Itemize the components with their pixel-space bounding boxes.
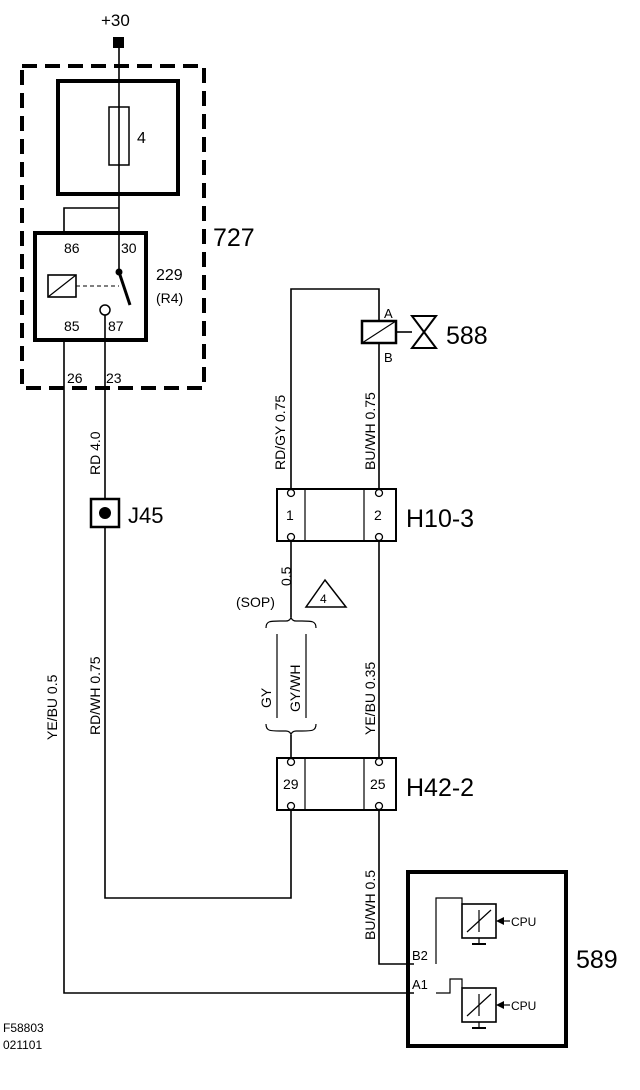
b2-cpu-label: CPU xyxy=(511,915,536,929)
fuse-box xyxy=(56,79,180,196)
relay-switch-contact xyxy=(117,271,132,306)
wire-label-buwh-top: BU/WH 0.75 xyxy=(362,392,378,470)
wire-label-sop: (SOP) xyxy=(236,594,275,610)
connector-h42-pin29-top xyxy=(286,757,296,767)
connector-h10-pin1: 1 xyxy=(286,507,294,523)
rd-gy-wire xyxy=(290,288,380,489)
relay-out-26: 26 xyxy=(67,370,83,386)
connector-h42-pin25-bottom xyxy=(374,801,384,811)
connector-h42-pin29-bottom xyxy=(286,801,296,811)
a1-cpu-label: CPU xyxy=(511,999,536,1013)
note-number: 4 xyxy=(320,592,327,606)
alternative-brace-top xyxy=(265,616,317,629)
connector-h42-pin25: 25 xyxy=(370,776,386,792)
relay-pin-86: 86 xyxy=(64,240,80,256)
valve-solenoid-diagonal xyxy=(361,320,397,344)
connector-h10-pin1-top xyxy=(286,488,296,498)
connector-h10-pin2: 2 xyxy=(374,507,382,523)
relay-box xyxy=(33,231,148,342)
connector-h10-pin2-bottom xyxy=(374,532,384,542)
relay-pin-85: 85 xyxy=(64,318,80,334)
control-unit-pin-a1: A1 xyxy=(412,977,428,992)
wire-label-yebu-mid: YE/BU 0.35 xyxy=(362,662,378,735)
connector-h10-pin2-top xyxy=(374,488,384,498)
relay-switch-terminal xyxy=(99,304,111,316)
splice-j45-dot xyxy=(99,507,111,519)
splice-id: J45 xyxy=(128,503,163,528)
relay-coil-diagonal xyxy=(47,274,77,298)
relay-pin-87: 87 xyxy=(108,318,124,334)
connector-h10-pin1-bottom xyxy=(286,532,296,542)
control-unit-id: 589 xyxy=(576,946,618,974)
supply-label: +30 xyxy=(101,11,130,30)
relay-module-id: 727 xyxy=(213,224,255,252)
wire-label-gy: GY xyxy=(258,687,274,708)
relay-out-23: 23 xyxy=(106,370,122,386)
connector-h42-pin29: 29 xyxy=(283,776,299,792)
control-unit-box xyxy=(406,870,568,1048)
valve-id: 588 xyxy=(446,322,488,350)
wire-label-buwh-bottom: BU/WH 0.5 xyxy=(362,870,378,940)
wire-label-yebu-left: YE/BU 0.5 xyxy=(44,674,60,740)
wire-label-sop-size: 0.5 xyxy=(278,566,294,586)
fuse-number: 4 xyxy=(137,130,146,147)
figure-date: 021101 xyxy=(3,1038,42,1052)
wire-label-rdwh: RD/WH 0.75 xyxy=(87,656,103,735)
pin86-feed-wire xyxy=(63,207,119,233)
note-triangle-icon xyxy=(304,578,348,608)
relay-pin-30: 30 xyxy=(121,240,137,256)
valve-pin-a: A xyxy=(384,306,393,321)
control-unit-pin-b2: B2 xyxy=(412,948,428,963)
relay-id: 229 xyxy=(156,267,183,284)
ye-bu-wire xyxy=(63,340,414,994)
wire-label-rd: RD 4.0 xyxy=(87,431,103,475)
b2-cpu-arrow-icon xyxy=(496,917,504,925)
b2-internal-wire xyxy=(435,897,463,964)
connector-h10-id: H10-3 xyxy=(406,505,474,533)
connector-h10-3 xyxy=(276,488,397,542)
valve-icon xyxy=(410,315,438,349)
figure-number: F58803 xyxy=(3,1021,44,1035)
alternative-brace-bottom xyxy=(265,723,317,736)
wire-label-gywh: GY/WH xyxy=(287,665,303,712)
valve-pin-b: B xyxy=(384,350,393,365)
a1-internal-wire xyxy=(436,978,463,994)
wire-label-rdgy: RD/GY 0.75 xyxy=(272,395,288,470)
connector-h42-pin25-top xyxy=(374,757,384,767)
a1-cpu-arrow-icon xyxy=(496,1001,504,1009)
connector-h42-2 xyxy=(276,757,397,811)
supply-terminal xyxy=(113,37,124,48)
relay-sub-id: (R4) xyxy=(156,290,183,306)
connector-h42-id: H42-2 xyxy=(406,774,474,802)
bu-wh-bottom-wire xyxy=(378,810,414,965)
rd-wh-wire xyxy=(104,527,292,899)
